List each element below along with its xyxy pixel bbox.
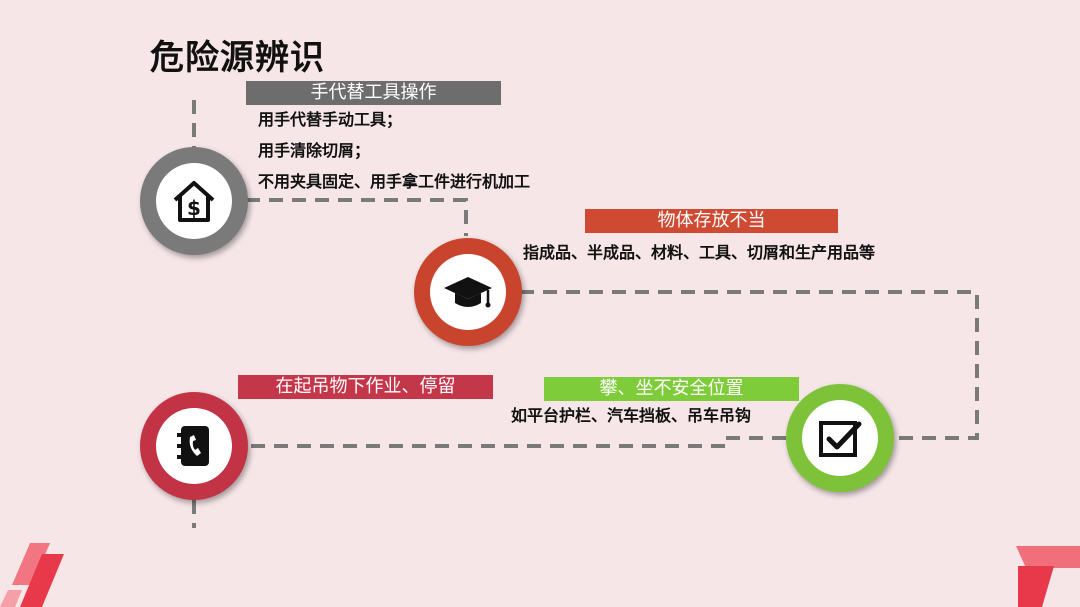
corner-decoration-left (0, 543, 64, 607)
step-1-line: 用手代替手动工具； (258, 110, 403, 129)
checkbox-icon (802, 400, 878, 476)
step-1-line: 用手清除切屑； (258, 141, 371, 160)
svg-text:$: $ (187, 196, 201, 220)
step-4-banner: 在起吊物下作业、停留 (238, 375, 493, 399)
phone-book-icon (156, 408, 232, 484)
step-2-line: 指成品、半成品、材料、工具、切屑和生产用品等 (523, 243, 876, 262)
step-3-line: 如平台护栏、汽车挡板、吊车吊钩 (511, 406, 752, 425)
corner-decoration-right (1016, 546, 1080, 607)
step-2-circle (414, 238, 522, 346)
step-2-description: 指成品、半成品、材料、工具、切屑和生产用品等 (523, 237, 875, 268)
step-1-description: 用手代替手动工具； 用手清除切屑； 不用夹具固定、用手拿工件进行机加工 (258, 104, 530, 197)
step-4-circle (140, 392, 248, 500)
page-title: 危险源辨识 (150, 38, 325, 78)
step-3-banner: 攀、坐不安全位置 (544, 377, 799, 401)
step-1-circle: $ (140, 147, 248, 255)
house-dollar-icon: $ (156, 163, 232, 239)
step-3-circle (786, 384, 894, 492)
step-3-description: 如平台护栏、汽车挡板、吊车吊钩 (511, 400, 751, 431)
graduation-cap-icon (430, 254, 506, 330)
step-2-banner: 物体存放不当 (585, 209, 838, 233)
step-1-line: 不用夹具固定、用手拿工件进行机加工 (258, 172, 531, 191)
step-1-banner: 手代替工具操作 (246, 81, 501, 105)
